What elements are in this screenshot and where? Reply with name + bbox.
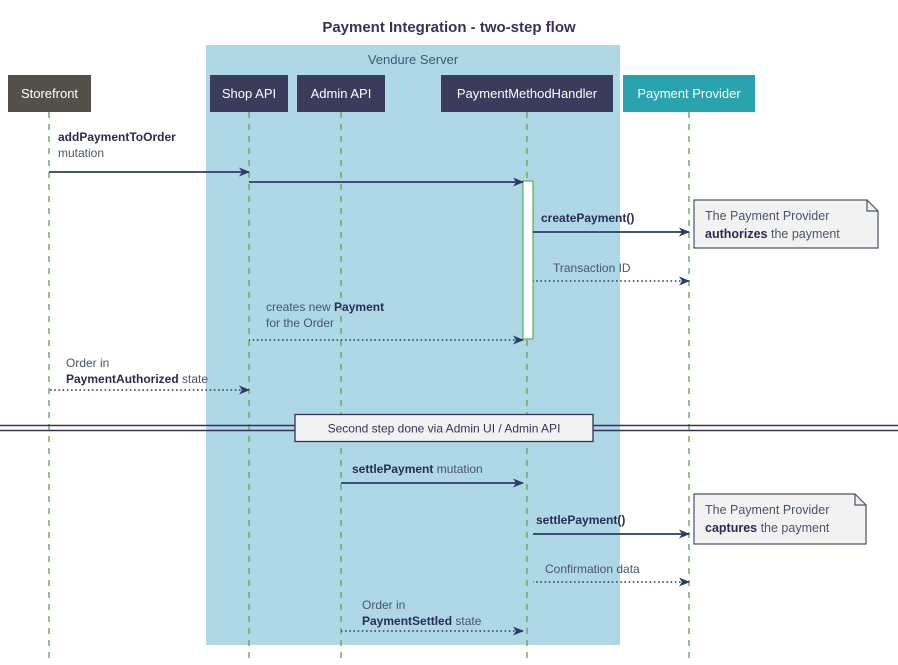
message-label-m1-line-0: addPaymentToOrder [58, 130, 176, 144]
note-body [693, 493, 867, 545]
note-text-note2-line-0: The Payment Provider [705, 503, 829, 517]
note-fold-corner [854, 494, 866, 506]
message-label-m9-line-0: Confirmation data [545, 562, 640, 576]
activations-group [522, 180, 534, 340]
activation-bar-handler [522, 180, 534, 340]
participant-box-shopapi[interactable] [210, 75, 288, 112]
divider-group: Second step done via Admin UI / Admin AP… [0, 413, 898, 443]
message-label-m10-line-1: PaymentSettled state [362, 614, 482, 628]
participant-provider[interactable]: Payment Provider [623, 75, 755, 112]
note-note1: The Payment Provider authorizes the payme… [693, 199, 879, 249]
participant-box-storefront[interactable] [8, 75, 91, 112]
message-label-m5-line-1: for the Order [266, 316, 334, 330]
message-label-m8-line-0: settlePayment() [536, 513, 625, 527]
message-label-m1-line-1: mutation [58, 146, 104, 160]
message-label-m6-line-1: PaymentAuthorized state [66, 372, 208, 386]
note-text-note2-line-1: captures the payment [705, 521, 830, 535]
participant-box-provider[interactable] [623, 75, 755, 112]
group-label: Vendure Server [368, 52, 459, 67]
participant-label-handler: PaymentMethodHandler [457, 86, 598, 101]
note-text-note1-line-1: authorizes the payment [705, 227, 840, 241]
note-body [693, 199, 879, 249]
message-label-m4-line-0: Transaction ID [553, 261, 631, 275]
participant-handler[interactable]: PaymentMethodHandler [441, 75, 613, 112]
message-label-m7-line-0: settlePayment mutation [352, 462, 483, 476]
participant-adminapi[interactable]: Admin API [297, 75, 385, 112]
participant-label-provider: Payment Provider [637, 86, 741, 101]
participant-storefront[interactable]: Storefront [8, 75, 91, 112]
participant-headers-group: Storefront Shop API Admin API PaymentMethod… [8, 75, 755, 112]
message-label-m10-line-0: Order in [362, 598, 405, 612]
divider-label: Second step done via Admin UI / Admin AP… [328, 422, 561, 436]
participant-label-adminapi: Admin API [311, 86, 372, 101]
notes-group: The Payment Provider authorizes the payme… [693, 199, 879, 545]
divider-label-box [294, 413, 594, 443]
participant-box-adminapi[interactable] [297, 75, 385, 112]
participant-label-shopapi: Shop API [222, 86, 276, 101]
note-fold-corner [866, 200, 878, 212]
lifelines-group [48, 112, 690, 663]
note-text-note1-line-0: The Payment Provider [705, 209, 829, 223]
diagram-title: Payment Integration - two-step flow [322, 19, 576, 36]
participant-shopapi[interactable]: Shop API [210, 75, 288, 112]
note-note2: The Payment Provider captures the payment [693, 493, 867, 545]
participant-label-storefront: Storefront [21, 86, 78, 101]
message-label-m5-line-0: creates new Payment [266, 300, 384, 314]
message-label-m6-line-0: Order in [66, 356, 109, 370]
participant-box-handler[interactable] [441, 75, 613, 112]
message-label-m3-line-0: createPayment() [541, 211, 634, 225]
group-box-vendure-server [206, 45, 620, 645]
messages-group: addPaymentToOrder mutation createPayment()… [49, 130, 690, 636]
